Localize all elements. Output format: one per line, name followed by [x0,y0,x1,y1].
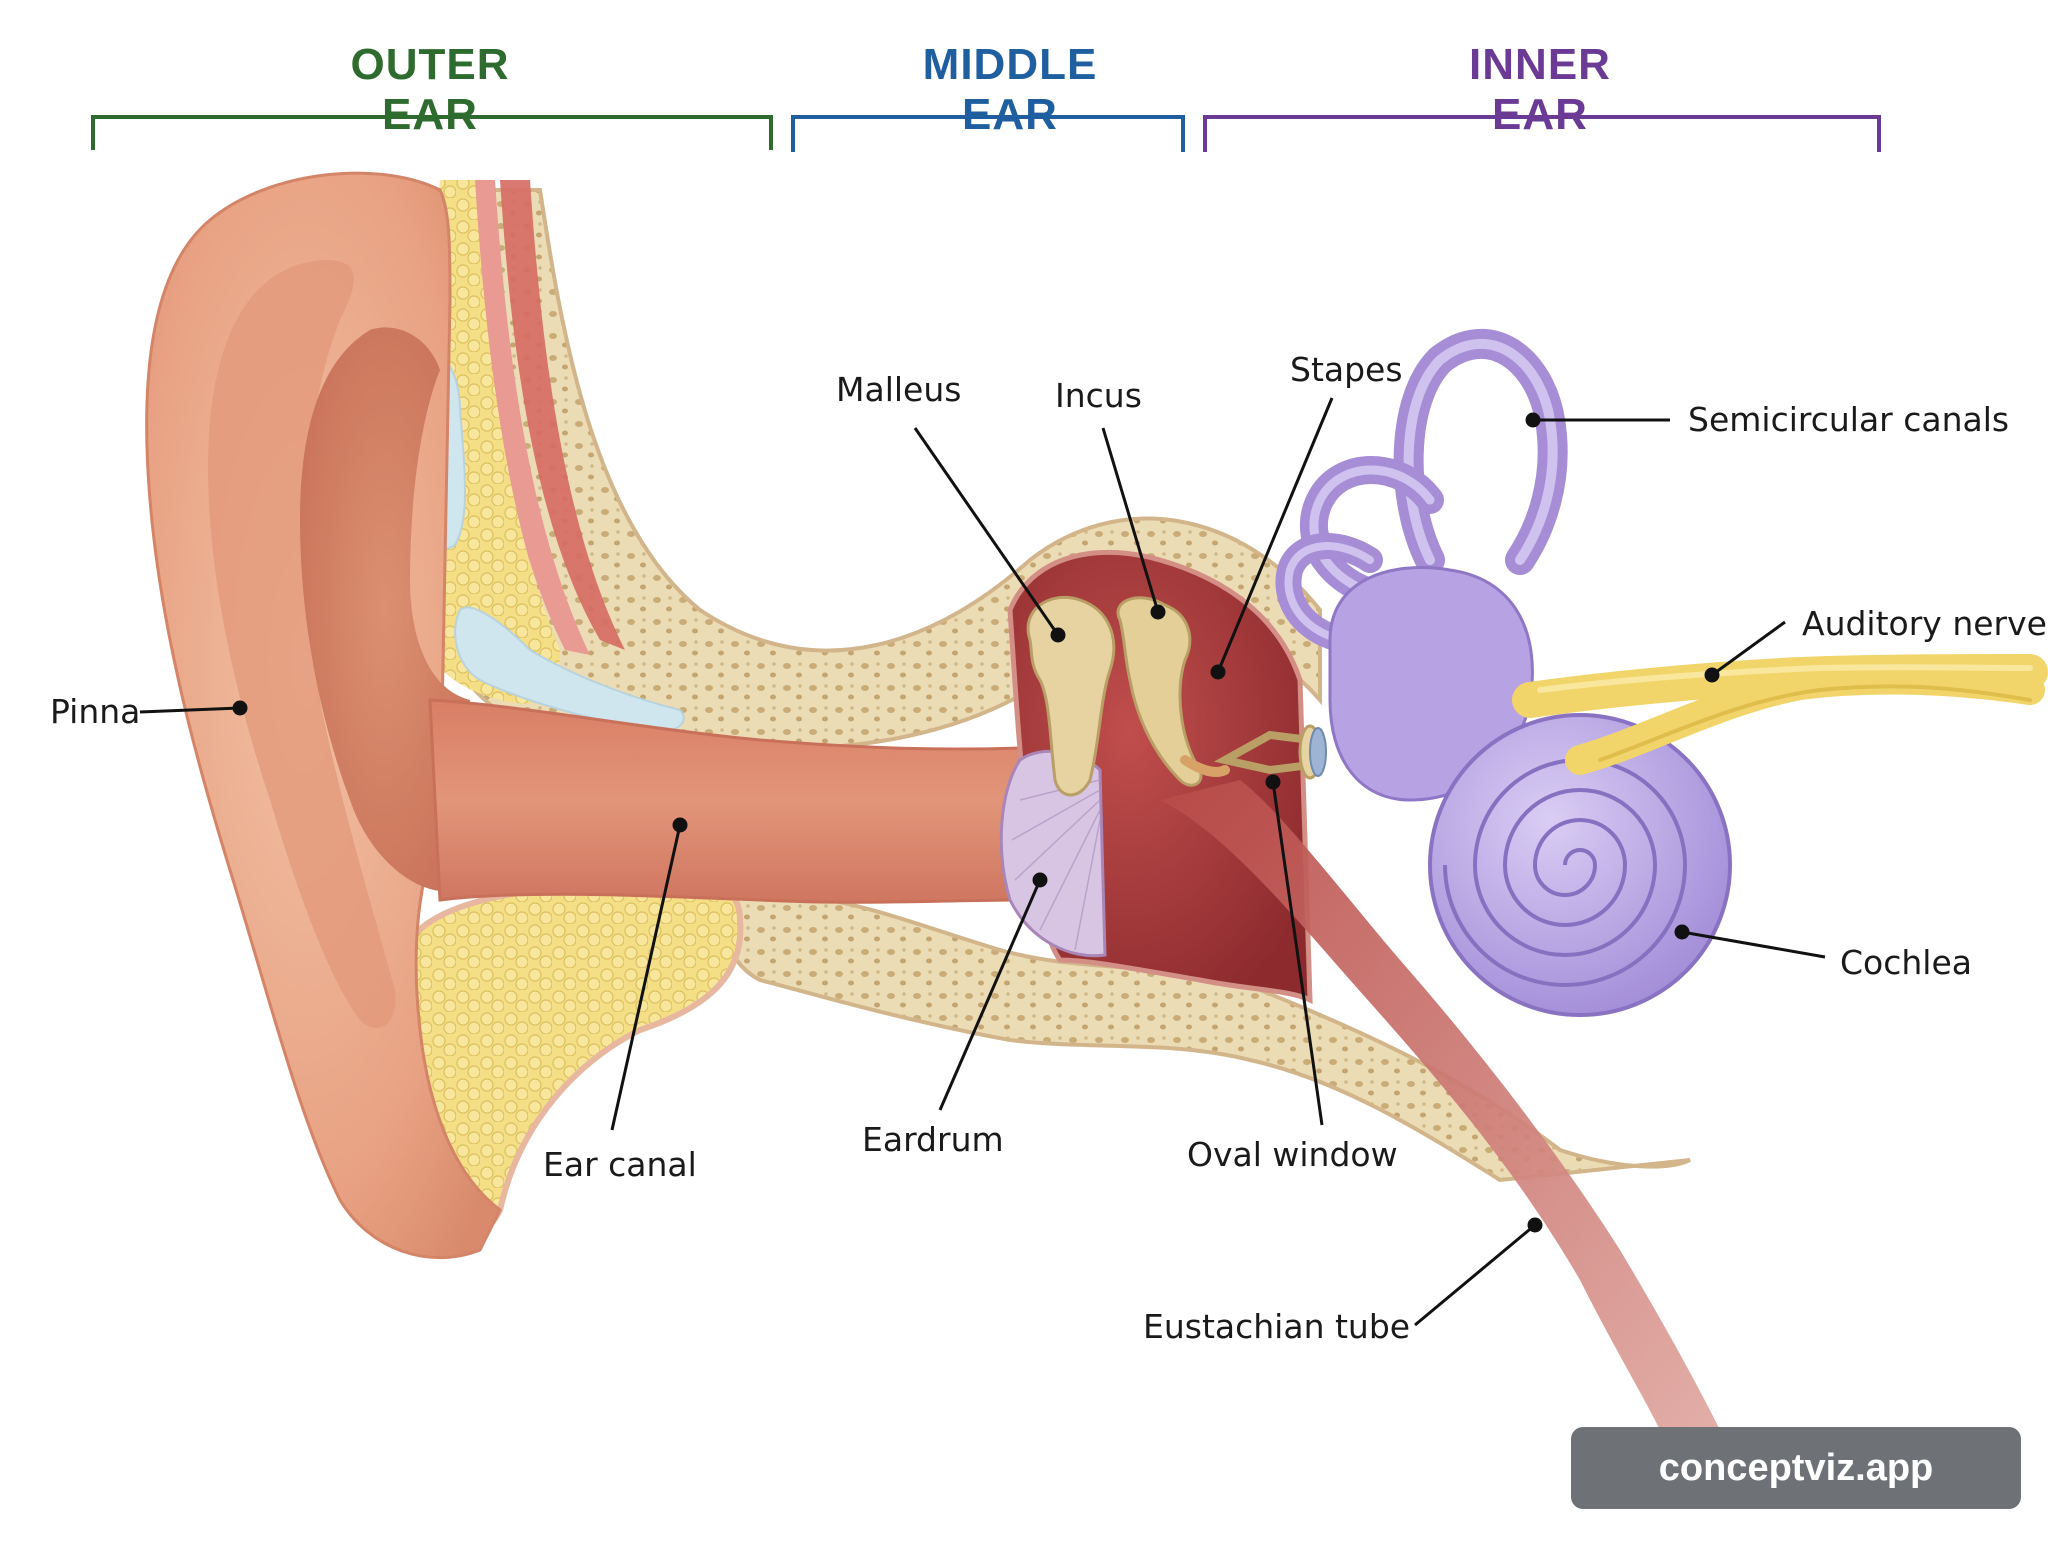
malleus-label: Malleus [836,370,962,409]
eustachian-tube-shape [1160,780,1720,1430]
incus-label: Incus [1055,376,1142,415]
auditory-nerve-label: Auditory nerve [1802,604,2047,643]
eardrum-label: Eardrum [862,1120,1004,1159]
watermark-badge: conceptviz.app [1571,1427,2021,1509]
middle-ear-title: MIDDLE EAR [922,40,1098,139]
middle-ear-bracket [791,115,1185,152]
leader-lines [139,397,1826,1327]
muscle-layer [470,180,625,655]
oval-window-shape [1309,727,1327,777]
semicircular-canals-label: Semicircular canals [1688,400,2010,439]
pinna-label: Pinna [50,692,141,731]
incus-shape [1116,596,1230,787]
inner-ear-title: INNER EAR [1469,40,1611,139]
eardrum-shape [999,749,1107,958]
semicircular-canals-shape [1275,328,1568,655]
cochlea-label: Cochlea [1840,943,1972,982]
eustachian-tube-label: Eustachian tube [1143,1307,1411,1346]
cochlea-shape [1428,713,1732,1017]
inner-ear-bracket [1203,115,1881,152]
auditory-nerve-shape [1512,654,2048,775]
stapes-label: Stapes [1290,350,1403,389]
outer-ear-title: OUTER EAR [350,40,510,139]
outer-ear-bracket [91,115,773,150]
malleus-shape [1026,595,1116,797]
ear-canal-label: Ear canal [543,1145,697,1184]
pinna-shape [145,171,502,1260]
oval-window-label: Oval window [1187,1135,1398,1174]
